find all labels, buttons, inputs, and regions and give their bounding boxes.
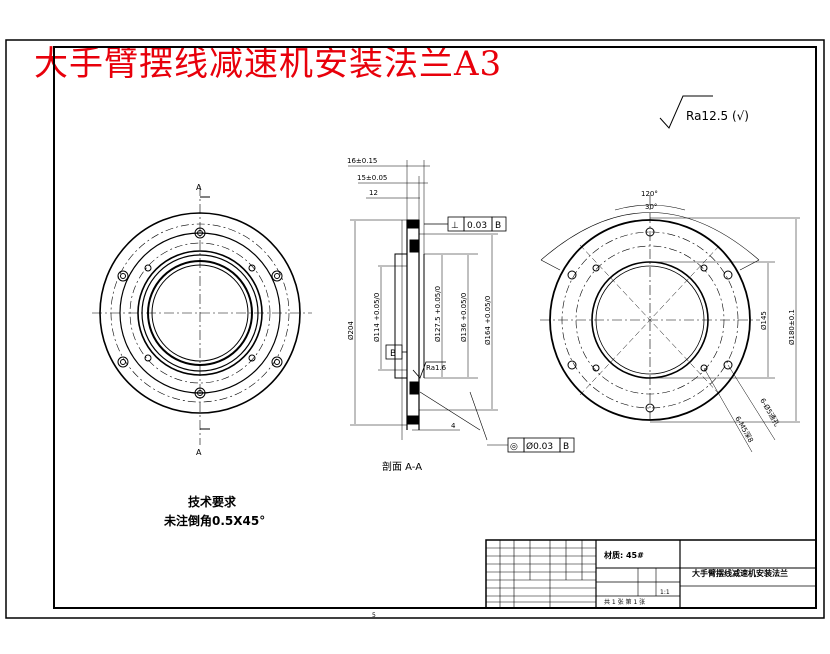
dim-dia-bore1: Ø114 +0.05/0 (373, 293, 381, 342)
dim-dia-180: Ø180±0.1 (788, 309, 796, 345)
holes-through: 6-Ø5通孔 (758, 397, 781, 428)
dim-dia-bore3: Ø136 +0.05/0 (460, 293, 468, 342)
dim-dia-outer: Ø204 (347, 321, 355, 340)
datum-b: B (390, 349, 396, 359)
part-name: 大手臂摆线减速机安装法兰 (692, 568, 788, 578)
roughness-callout: Ra1.6 (426, 364, 447, 372)
tech-req-note: 未注倒角0.5X45° (163, 513, 265, 528)
dim-dia-bore2: Ø127.5 +0.05/0 (434, 286, 442, 342)
drawing-title: 大手臂摆线减速机安装法兰A3 (34, 44, 503, 84)
holes-m5: 6-M5深8 (733, 415, 755, 445)
side-view (540, 195, 800, 453)
dim-dia-bore4: Ø164 +0.05/0 (484, 296, 492, 345)
conc-value: Ø0.03 (526, 441, 553, 452)
angle-120: 120° (641, 190, 658, 198)
svg-text:Ra12.5 (√): Ra12.5 (√) (686, 109, 749, 123)
front-view (92, 186, 312, 445)
dim-15: 15±0.05 (357, 174, 387, 182)
section-marker-top: A (196, 183, 202, 192)
scale-value: 1:1 (660, 589, 670, 596)
perp-symbol: ⊥ (451, 221, 459, 231)
outer-frame (5, 39, 825, 619)
perp-value: 0.03 (467, 221, 487, 231)
tech-req-heading: 技术要求 (188, 494, 237, 509)
conc-symbol: ◎ (510, 442, 518, 452)
surface-finish-symbol: Ra12.5 (√) (659, 95, 749, 129)
dim-16: 16±0.15 (347, 157, 377, 165)
dim-4: 4 (451, 422, 456, 430)
angle-30: 30° (645, 203, 657, 211)
page-number: 5 (372, 612, 376, 619)
dim-12: 12 (369, 189, 378, 197)
section-marker-bottom: A (196, 448, 202, 457)
sheet-info: 共 1 张 第 1 张 (604, 598, 645, 606)
dim-dia-145: Ø145 (760, 311, 768, 330)
conc-datum: B (563, 442, 569, 452)
perp-datum: B (495, 221, 501, 231)
title-block (485, 539, 817, 609)
section-view (348, 160, 575, 453)
section-title: 剖面 A-A (382, 460, 422, 473)
inner-frame (53, 46, 817, 609)
material-label: 材质: 45# (604, 550, 644, 560)
